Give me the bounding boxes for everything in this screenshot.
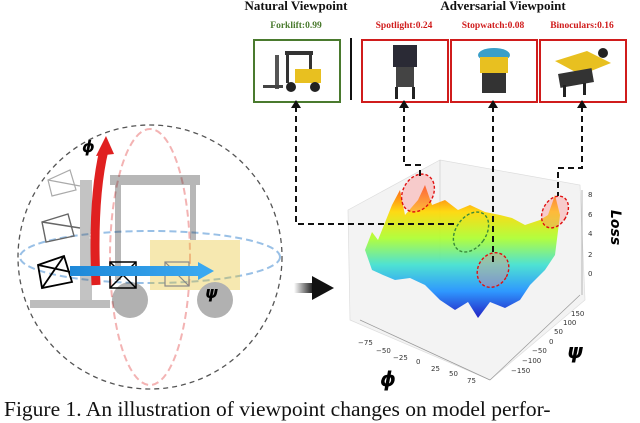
psi-arrowhead bbox=[198, 262, 214, 280]
x-tick: −75 bbox=[358, 339, 373, 347]
y-tick: −150 bbox=[511, 367, 530, 375]
forklift-image bbox=[263, 51, 321, 92]
z-tick: 0 bbox=[588, 270, 592, 278]
z-tick: 2 bbox=[588, 251, 592, 259]
y-tick: −100 bbox=[522, 357, 541, 365]
y-axis-label: ψ bbox=[567, 339, 583, 363]
divider bbox=[350, 38, 352, 100]
camera-icon bbox=[47, 169, 81, 197]
y-tick: 0 bbox=[549, 338, 553, 346]
phi-arrow bbox=[90, 148, 109, 286]
figure-illustration: KAMATSU bbox=[17, 100, 623, 391]
x-axis-label: ϕ bbox=[380, 367, 396, 391]
transition-arrow bbox=[294, 283, 314, 293]
adversarial-prediction-label: Stopwatch:0.08 bbox=[461, 21, 525, 31]
z-tick: 6 bbox=[588, 211, 593, 219]
y-tick: 100 bbox=[563, 319, 576, 327]
adversarial-view-image bbox=[361, 39, 449, 103]
psi-label: ψ bbox=[205, 283, 218, 302]
y-tick: 50 bbox=[554, 328, 563, 336]
x-tick: 25 bbox=[431, 365, 440, 373]
adversarial-region-marker bbox=[400, 173, 436, 213]
transition-arrowhead bbox=[312, 276, 334, 300]
loss-surface bbox=[365, 185, 560, 318]
forklift-overhead-image bbox=[478, 48, 510, 93]
adversarial-region-marker bbox=[476, 252, 510, 288]
z-axis-label: Loss bbox=[607, 210, 623, 245]
phi-arrowhead bbox=[96, 136, 114, 156]
psi-arrow bbox=[70, 266, 200, 276]
natural-region-marker bbox=[452, 211, 490, 253]
phi-label: ϕ bbox=[82, 137, 95, 156]
adversarial-viewpoint-title: Adversarial Viewpoint bbox=[440, 0, 566, 13]
adversarial-view-image bbox=[450, 39, 538, 103]
z-tick: 8 bbox=[588, 191, 592, 199]
y-tick: 150 bbox=[571, 310, 584, 318]
x-tick: −50 bbox=[376, 347, 391, 355]
adversarial-prediction-label: Spotlight:0.24 bbox=[375, 21, 433, 31]
z-tick: 4 bbox=[588, 230, 593, 238]
x-tick: 50 bbox=[449, 370, 458, 378]
natural-viewpoint-title: Natural Viewpoint bbox=[244, 0, 348, 13]
y-tick: −50 bbox=[532, 347, 547, 355]
connector-lines bbox=[295, 106, 583, 262]
x-tick: 75 bbox=[467, 377, 476, 385]
adversarial-region-marker bbox=[540, 195, 570, 229]
forklift-tilted-image bbox=[555, 48, 611, 97]
viewpoint-sphere: KAMATSU bbox=[17, 124, 283, 390]
x-tick: −25 bbox=[393, 354, 408, 362]
x-tick: 0 bbox=[416, 358, 420, 366]
adversarial-prediction-label: Binoculars:0.16 bbox=[550, 21, 614, 31]
adversarial-view-image bbox=[539, 39, 627, 103]
figure-caption: Figure 1. An illustration of viewpoint c… bbox=[4, 397, 551, 421]
natural-view-image bbox=[253, 39, 341, 103]
camera-icon bbox=[41, 213, 81, 243]
forklift-top-view-image bbox=[393, 45, 417, 99]
natural-prediction-label: Forklift:0.99 bbox=[270, 21, 322, 31]
